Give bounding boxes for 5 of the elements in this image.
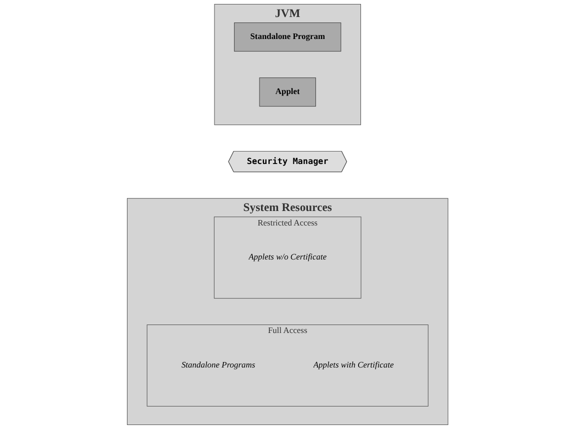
node-text: Standalone Programs: [182, 360, 256, 370]
node-text: Applets with Certificate: [314, 360, 394, 370]
node-box: Standalone Program: [234, 22, 342, 52]
node-box: Applet: [260, 78, 316, 107]
node-text: Applets w/o Certificate: [248, 252, 328, 262]
